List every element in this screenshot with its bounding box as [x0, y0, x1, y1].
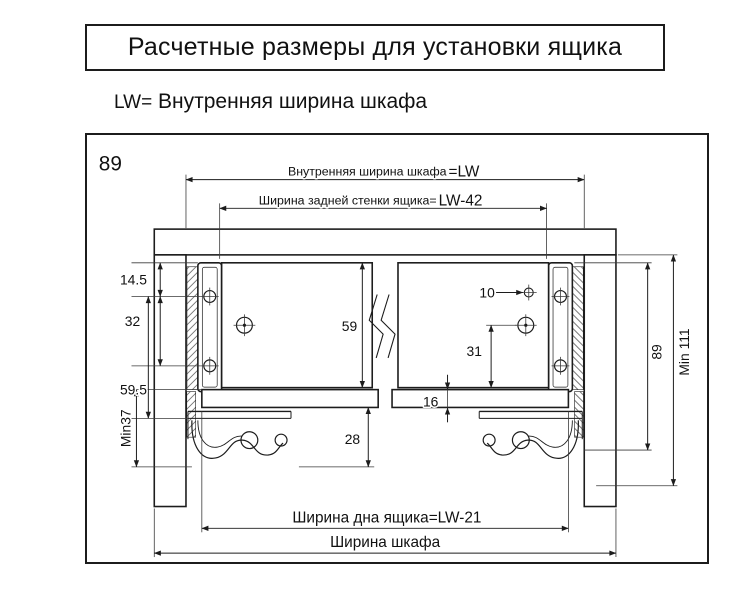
dim-89-label: 89 [649, 344, 665, 360]
panel-hole [233, 314, 256, 337]
cabinet-left-wall [153, 254, 187, 508]
subtitle-lw-prefix: LW= [114, 92, 153, 113]
dim-32-label: 32 [125, 313, 141, 329]
mounting-bracket-inner [201, 266, 218, 388]
subtitle-text: Внутренняя ширина шкафа [158, 90, 428, 113]
bracket-hole-bottom [200, 356, 219, 375]
rail-profile-wave [191, 420, 284, 459]
subtitle: LW= Внутренняя ширина шкафа [114, 90, 427, 114]
drawer-assembly-left [186, 262, 379, 459]
diagram-frame: 89 [85, 133, 709, 564]
bracket-hole-top [200, 287, 219, 306]
dim-bottom-group: Ширина дна ящика =LW-21 Ширина шкафа [153, 411, 617, 558]
dim-back-width-label: Ширина задней стенки ящика= [259, 193, 437, 207]
title-box: Расчетные размеры для установки ящика [85, 24, 665, 71]
dim-31-label: 31 [467, 343, 483, 359]
dim-left-group: 14.5 32 59.5 Min37 [116, 262, 202, 468]
cabinet-right-wall [583, 254, 617, 508]
dim-16-label: 16 [423, 393, 439, 409]
dim-inner-width: Внутренняя ширина шкафа =LW [185, 162, 585, 229]
dim-14-5-label: 14.5 [120, 272, 147, 288]
cabinet-top-panel [153, 228, 617, 256]
dim-min37-label: Min37 [117, 409, 133, 447]
dim-bottom-width-label: Ширина дна ящика [292, 509, 429, 526]
drawer-bottom-panel [201, 388, 379, 409]
dim-28-label: 28 [345, 431, 361, 447]
panel-pilot-hole [520, 284, 537, 301]
dim-59-label: 59 [342, 318, 358, 334]
dim-min111-label: Min 111 [676, 328, 692, 376]
dim-cabinet-width-label: Ширина шкафа [330, 534, 441, 551]
dim-middle-group: 59 28 31 16 10 [298, 262, 524, 468]
dim-back-width: Ширина задней стенки ящика= LW-42 [219, 191, 547, 259]
drawing-canvas: 89 [97, 151, 694, 558]
rail-profile-inner [197, 420, 243, 448]
dim-59-5-label: 59.5 [120, 382, 147, 398]
rail-wall-hatch [186, 391, 196, 438]
rail-rolled-edge [274, 433, 288, 447]
dim-inner-width-value: =LW [449, 164, 480, 181]
dim-inner-width-label: Внутренняя ширина шкафа [288, 165, 447, 179]
slide-rail [187, 410, 292, 459]
break-mark [368, 294, 396, 359]
corner-label: 89 [99, 153, 122, 176]
dim-bottom-width-value: =LW-21 [429, 509, 482, 526]
dim-back-width-value: LW-42 [439, 192, 483, 209]
rail-roller [240, 431, 259, 450]
page-title: Расчетные размеры для установки ящика [127, 33, 623, 61]
dim-10-label: 10 [479, 284, 495, 300]
bracket-wall-hatch [186, 266, 199, 390]
dim-right-group: 89 Min 111 [574, 254, 694, 487]
